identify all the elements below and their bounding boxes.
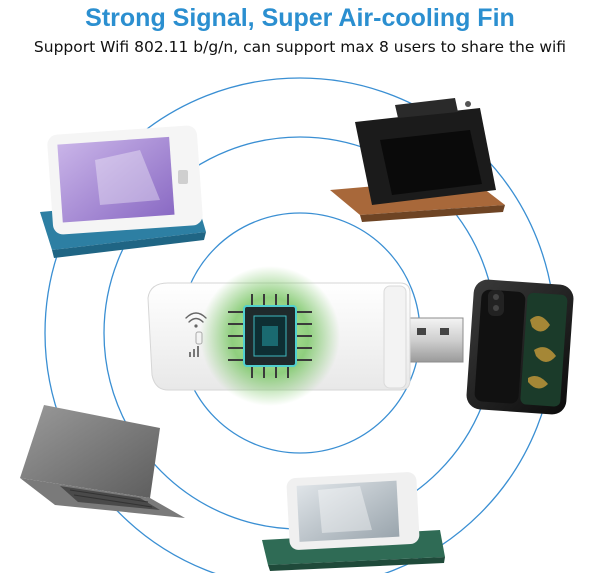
laptop-grey <box>20 405 185 518</box>
tablet-brown-case <box>330 98 505 222</box>
phone-black <box>466 279 574 415</box>
phone-green-case <box>262 472 445 571</box>
usb-dongle <box>147 266 464 406</box>
signal-bars-icon <box>189 346 199 357</box>
led-indicator <box>195 331 203 345</box>
subheadline: Support Wifi 802.11 b/g/n, can support m… <box>33 38 567 56</box>
phone-teal-case <box>40 125 206 258</box>
wifi-signal-icon <box>185 312 207 328</box>
headline: Strong Signal, Super Air-cooling Fin <box>85 4 515 32</box>
